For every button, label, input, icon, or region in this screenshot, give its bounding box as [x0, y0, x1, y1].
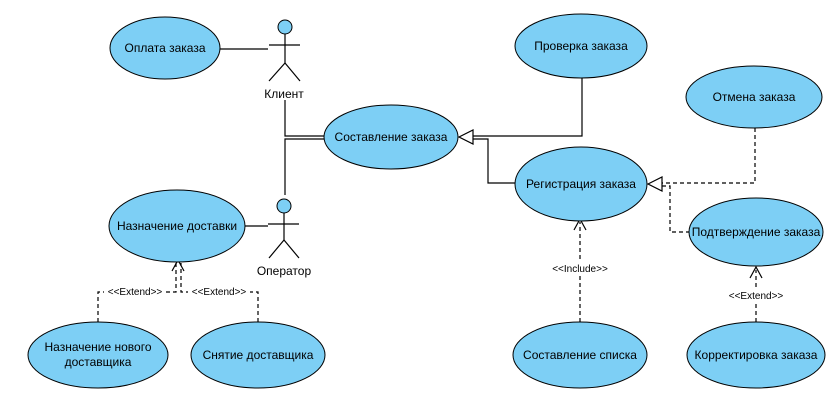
use-case-assign-new-courier-label-1: Назначение нового [44, 340, 151, 354]
use-case-remove-courier-label: Снятие доставщика [203, 348, 314, 362]
actor-client-head [277, 19, 293, 35]
dep-extend-remove-courier [180, 263, 259, 322]
dep-confirm-to-register [656, 185, 690, 233]
actor-operator-label: Оператор [257, 264, 312, 278]
use-case-payment-label: Оплата заказа [124, 41, 205, 55]
use-case-assign-delivery[interactable]: Назначение доставки [108, 189, 246, 263]
include-label: <<Include>> [552, 264, 608, 275]
use-case-assign-delivery-label: Назначение доставки [117, 219, 237, 233]
use-case-confirm-order[interactable]: Подтверждение заказа [688, 197, 824, 267]
use-case-cancel-order[interactable]: Отмена заказа [685, 65, 823, 129]
gen-check-to-compose [470, 78, 583, 137]
extend-label-correct: <<Extend>> [729, 291, 784, 302]
extend-label-new-courier: <<Extend>> [108, 287, 163, 298]
use-case-confirm-order-label: Подтверждение заказа [692, 225, 821, 239]
use-case-compose-order[interactable]: Составление заказа [323, 104, 459, 170]
use-case-cancel-order-label: Отмена заказа [713, 90, 796, 104]
dep-extend-new-courier [97, 263, 177, 322]
use-case-compose-order-label: Составление заказа [335, 130, 448, 144]
use-case-correct-order[interactable]: Корректировка заказа [686, 321, 826, 389]
generalization-arrowhead-register [646, 176, 663, 192]
assoc-operator-compose [284, 138, 326, 195]
use-case-assign-new-courier[interactable]: Назначение нового доставщика [27, 321, 169, 389]
use-case-compose-list-label: Составление списка [523, 348, 637, 362]
assoc-client-compose [284, 100, 326, 137]
gen-register-to-compose [470, 138, 518, 184]
use-case-check-order[interactable]: Проверка заказа [514, 13, 648, 79]
use-case-remove-courier[interactable]: Снятие доставщика [190, 321, 326, 389]
use-case-register-order[interactable]: Регистрация заказа [514, 146, 648, 222]
use-case-assign-new-courier-label-2: доставщика [65, 355, 132, 369]
actor-operator-head [276, 198, 292, 214]
use-case-check-order-label: Проверка заказа [534, 39, 628, 53]
actor-client-label: Клиент [264, 87, 304, 101]
use-case-correct-order-label: Корректировка заказа [695, 348, 818, 362]
extend-arrowhead-confirm [749, 265, 763, 279]
actor-operator[interactable]: Оператор [257, 198, 312, 278]
generalization-arrowhead [457, 129, 474, 145]
use-case-register-order-label: Регистрация заказа [526, 177, 636, 191]
use-case-payment[interactable]: Оплата заказа [109, 16, 221, 80]
dep-cancel-to-register [656, 128, 756, 184]
actor-client[interactable]: Клиент [264, 19, 304, 101]
extend-label-remove-courier: <<Extend>> [192, 287, 247, 298]
use-case-compose-list[interactable]: Составление списка [512, 321, 648, 389]
